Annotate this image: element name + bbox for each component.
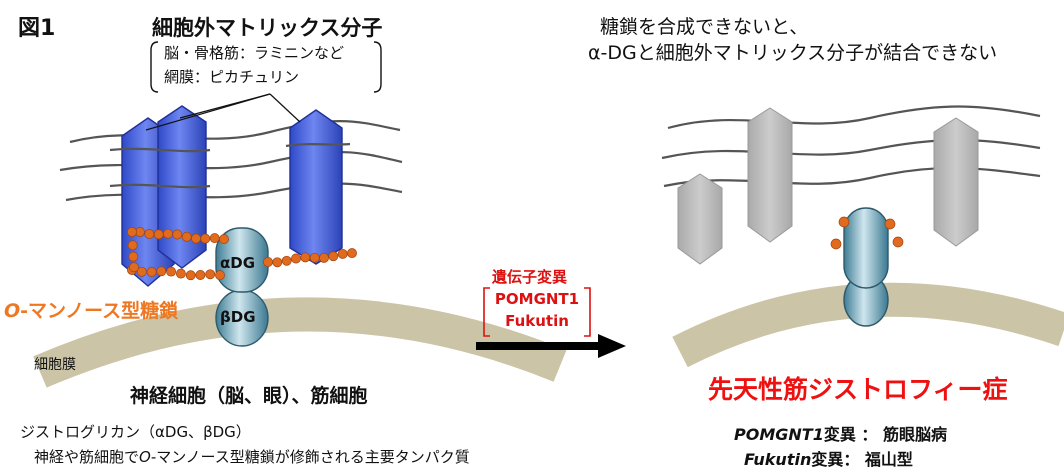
ecm-example-brain: 脳・骨格筋：ラミニンなど	[164, 44, 345, 62]
glycan-right-bead	[328, 251, 339, 262]
cell-membrane	[33, 297, 567, 388]
glycan-left-join-bead	[127, 240, 138, 251]
glycan-left-join-bead	[128, 251, 139, 262]
glycan-right-bead	[291, 253, 301, 264]
ecm-bracket	[150, 41, 382, 93]
glycan-upper-left-bead	[153, 229, 164, 240]
glycan-right-bead	[272, 257, 283, 268]
o-mannose-glycans	[127, 227, 357, 281]
o-mannose-label: O-マンノース型糖鎖	[4, 296, 178, 323]
disease-fukutin: Fukutin変異： 福山型	[744, 446, 913, 470]
glycan-lower-left-bead	[166, 266, 177, 277]
membrane-label: 細胞膜	[34, 357, 76, 373]
glycan-lower-left-bead	[146, 267, 157, 277]
laminin-prism-3	[289, 109, 343, 265]
gray-prism-1	[677, 173, 723, 265]
glycan-upper-left-bead	[144, 229, 155, 239]
right-title-line2: α-DGと細胞外マトリックス分子が結合できない	[588, 42, 998, 64]
figure-label: 図1	[18, 16, 56, 41]
mutation-gene-fukutin: Fukutin	[505, 312, 569, 330]
ecm-fibers-right	[661, 105, 1041, 188]
glycan-upper-left-bead	[200, 233, 211, 244]
glycan-lower-left-bead	[195, 270, 206, 280]
o-mannose-rest: -マンノース型糖鎖	[20, 300, 179, 322]
mutation-gene-pomgnt1: POMGNT1	[494, 290, 580, 308]
right-title-line1: 糖鎖を合成できないと、	[600, 16, 809, 38]
fukutin-gene: Fukutin	[744, 450, 812, 469]
mutation-bracket	[483, 287, 591, 337]
transition-arrow	[476, 334, 626, 358]
glycan-left-join-bead	[129, 262, 139, 273]
glycan-right-bead	[281, 255, 292, 266]
glycan-upper-left-bead	[181, 231, 192, 242]
ecm-fibers	[59, 120, 403, 202]
beta-dg-label: βDG	[220, 308, 256, 326]
glycan-upper-left-bead	[163, 228, 173, 239]
disease-title: 先天性筋ジストロフィー症	[708, 375, 1008, 404]
glycan-right-bead	[263, 257, 273, 267]
glycan-right-bead	[319, 252, 329, 263]
laminin-unbound	[677, 107, 979, 265]
glycan-lower-left-bead	[156, 266, 167, 277]
glycan-right-bead	[309, 252, 320, 263]
fukutin-rest: 変異： 福山型	[811, 450, 913, 469]
glycan-upper-left-bead	[209, 233, 220, 244]
glycan-upper-left-bead	[172, 229, 183, 240]
desc-pre: 神経や筋細胞で	[34, 448, 140, 466]
dystroglycan-left	[215, 227, 269, 347]
glycan-lower-left-bead	[136, 266, 147, 277]
dystroglycan-description: 神経や筋細胞でO-マンノース型糖鎖が修飾される主要タンパク質	[34, 446, 470, 467]
cell-types-label: 神経細胞（脳、眼）、筋細胞	[130, 385, 368, 407]
glycan-upper-left-bead	[219, 234, 229, 245]
glycan-lower-left-bead	[215, 270, 225, 281]
desc-post: -マンノース型糖鎖が修飾される主要タンパク質	[150, 448, 470, 466]
glycan-right-bead	[337, 248, 348, 259]
pomgnt1-rest: 変異 ： 筋眼脳病	[823, 425, 947, 444]
glycan-right-bead	[347, 248, 357, 259]
gray-prism-3	[933, 117, 979, 247]
glycan-right-bead	[300, 252, 311, 263]
truncated-glycans	[830, 216, 904, 250]
o-italic: O	[4, 300, 21, 322]
pomgnt1-gene: POMGNT1	[734, 425, 824, 444]
dystroglycan-right	[843, 207, 889, 327]
pointer-lines	[145, 93, 301, 131]
ecm-example-retina: 網膜：ピカチュリン	[164, 68, 300, 86]
glycan-upper-left-bead	[191, 233, 201, 244]
mutation-heading: 遺伝子変異	[492, 268, 568, 286]
glycan-left-join-bead	[127, 227, 137, 237]
glycan-lower-left-bead	[185, 270, 196, 281]
alpha-dg-label: αDG	[220, 254, 256, 272]
glycan-lower-left-bead	[175, 268, 186, 279]
glycan-lower-left-bead	[205, 269, 216, 280]
disease-pomgnt1: POMGNT1変異 ： 筋眼脳病	[734, 421, 947, 445]
gray-prism-2	[747, 107, 793, 243]
desc-italic: O	[139, 448, 151, 466]
dystroglycan-caption: ジストログリカン（αDG、βDG）	[20, 423, 251, 441]
ecm-title: 細胞外マトリックス分子	[152, 16, 383, 40]
